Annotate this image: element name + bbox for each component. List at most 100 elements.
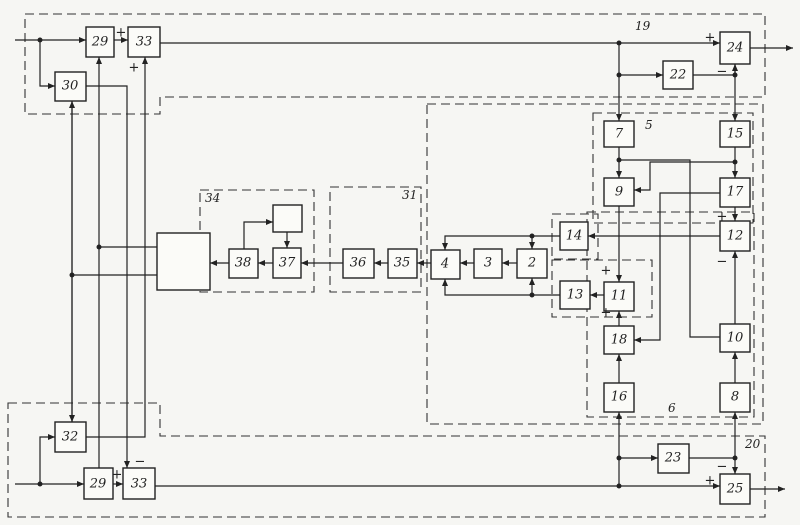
group-label-6: 6 [668, 401, 676, 415]
block-23-label: 24 [726, 41, 744, 56]
group-label-5: 5 [645, 118, 653, 132]
block-36: 38 [229, 249, 258, 278]
junction-dot [38, 38, 43, 43]
boundary-20 [8, 403, 765, 517]
junction-dot [38, 482, 43, 487]
line-17-18 [634, 193, 720, 340]
block-4: 4 [431, 250, 460, 279]
block-7: 7 [604, 121, 634, 147]
sign-plus: + [705, 31, 716, 46]
block-16: 16 [604, 383, 634, 412]
line-21-23 [693, 64, 735, 75]
group-label-34: 34 [205, 191, 220, 205]
junction-dot [733, 160, 738, 165]
block-2: 2 [517, 249, 547, 278]
group-boundaries [8, 14, 765, 517]
sign-minus: − [135, 455, 146, 470]
block-12-label: 12 [727, 229, 744, 244]
block-15: 15 [720, 121, 750, 147]
block-12: 12 [720, 221, 750, 251]
block-21: 22 [663, 61, 693, 89]
block-22: 23 [658, 444, 689, 473]
sign-minus: − [717, 460, 728, 475]
block-30-label: 33 [131, 477, 148, 492]
group-label-20: 20 [744, 437, 761, 451]
sign-minus: − [717, 255, 728, 270]
block-2-label: 2 [527, 256, 536, 271]
block-32: 35 [388, 249, 417, 278]
block-36-label: 38 [235, 256, 252, 271]
block-38 [157, 233, 210, 290]
junction-dot [617, 41, 622, 46]
block-27-label: 30 [62, 79, 79, 94]
group-label-19: 19 [635, 19, 651, 33]
block-22-label: 23 [664, 451, 682, 466]
block-23: 24 [720, 32, 750, 64]
block-18-label: 18 [611, 333, 628, 348]
junction-dot [70, 273, 75, 278]
block-30: 33 [123, 468, 155, 499]
line-22-24 [689, 458, 735, 474]
block-27: 30 [55, 72, 86, 101]
sign-plus: + [705, 474, 716, 489]
sign-plus: + [112, 468, 123, 483]
junction-dot [617, 158, 622, 163]
block-13: 13 [560, 281, 590, 309]
block-37 [273, 205, 302, 232]
block-29: 33 [128, 27, 160, 57]
block-9-label: 9 [615, 185, 623, 200]
sign-plus: + [601, 264, 612, 279]
line-13-4 [445, 279, 560, 295]
junction-dot [733, 73, 738, 78]
block-21-label: 22 [669, 68, 687, 83]
block-28-label: 32 [62, 430, 79, 445]
sign-plus: + [601, 306, 612, 321]
block-15-label: 15 [727, 127, 744, 142]
block-29-label: 33 [136, 35, 153, 50]
block-8-label: 8 [731, 390, 739, 405]
junction-dot [97, 245, 102, 250]
block-7-label: 7 [615, 127, 624, 142]
block-9: 9 [604, 178, 634, 206]
junction-dot [617, 73, 622, 78]
block-3: 3 [474, 249, 502, 278]
junction-dot [733, 456, 738, 461]
line-36-37 [244, 222, 273, 249]
block-17-label: 17 [727, 185, 744, 200]
blocks: 29 33 30 24 22 7 15 9 17 12 14 2 3 4 13 … [55, 27, 750, 504]
junction-dot [617, 484, 622, 489]
junction-dot [617, 456, 622, 461]
block-10-label: 10 [727, 331, 744, 346]
junction-dot [530, 234, 535, 239]
block-3-label: 3 [484, 256, 492, 271]
sign-plus: + [116, 26, 127, 41]
sign-plus: + [717, 210, 728, 225]
block-25: 29 [86, 27, 114, 57]
block-24: 25 [720, 474, 750, 504]
block-4-label: 4 [440, 257, 449, 272]
block-13-label: 13 [567, 288, 584, 303]
block-8: 8 [720, 383, 750, 412]
junction-dot [530, 293, 535, 298]
line-27-30 [86, 86, 127, 468]
block-26-label: 29 [89, 477, 107, 492]
line-in-28 [40, 437, 55, 484]
block-11-label: 11 [611, 289, 628, 304]
block-32-label: 35 [394, 256, 411, 271]
block-28: 32 [55, 422, 86, 452]
block-16-label: 16 [611, 390, 628, 405]
line-in-27 [40, 40, 55, 86]
group-label-31: 31 [402, 188, 417, 202]
block-24-label: 25 [726, 482, 744, 497]
block-35-label: 37 [279, 256, 296, 271]
block-17: 17 [720, 178, 750, 207]
block-10: 10 [720, 324, 750, 352]
block-14-label: 14 [566, 229, 583, 244]
block-25-label: 29 [91, 35, 109, 50]
block-35: 37 [273, 248, 301, 278]
line-14-4 [445, 236, 560, 250]
sign-plus: + [129, 61, 140, 76]
block-33-label: 36 [350, 256, 367, 271]
block-18: 18 [604, 326, 634, 354]
